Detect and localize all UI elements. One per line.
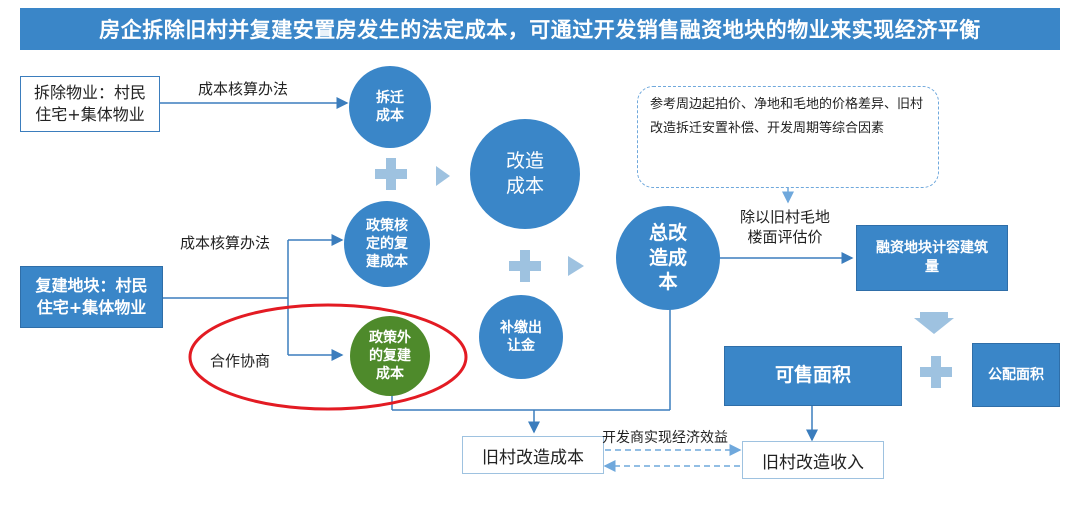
- relocation-cost-node: 拆迁 成本: [349, 66, 431, 148]
- divide-by-label: 除以旧村毛地 楼面评估价: [740, 208, 831, 246]
- developer-benefit-label: 开发商实现经济效益: [602, 430, 728, 446]
- village-income-box: 旧村改造收入: [742, 441, 884, 479]
- demolish-property-box: 拆除物业：村民 住宅+集体物业: [20, 76, 160, 132]
- plus-icon: [920, 356, 952, 388]
- saleable-area-box: 可售面积: [724, 346, 902, 406]
- financing-land-area-box: 融资地块计容建筑 量: [856, 225, 1008, 291]
- page-title: 房企拆除旧村并复建安置房发生的法定成本，可通过开发销售融资地块的物业来实现经济平…: [20, 8, 1060, 50]
- plus-icon: [509, 250, 541, 282]
- plus-icon: [375, 158, 407, 190]
- total-renovation-cost-node: 总改 造成 本: [616, 206, 720, 310]
- village-cost-box: 旧村改造成本: [462, 436, 604, 474]
- reference-note: 参考周边起拍价、净地和毛地的价格差异、旧村改造拆迁安置补偿、开发周期等综合因素: [637, 86, 939, 188]
- cost-method-label-1: 成本核算办法: [198, 80, 289, 98]
- public-area-box: 公配面积: [972, 343, 1060, 407]
- policy-rebuild-cost-node: 政策核 定的复 建成本: [344, 201, 430, 287]
- land-premium-node: 补缴出 让金: [479, 295, 563, 379]
- renovation-cost-node: 改造 成本: [470, 119, 580, 229]
- cost-method-label-2: 成本核算办法: [180, 234, 271, 252]
- rebuild-land-box: 复建地块：村民 住宅+集体物业: [20, 266, 163, 328]
- cooperation-label: 合作协商: [210, 352, 271, 370]
- extra-rebuild-cost-node: 政策外 的复建 成本: [350, 316, 430, 396]
